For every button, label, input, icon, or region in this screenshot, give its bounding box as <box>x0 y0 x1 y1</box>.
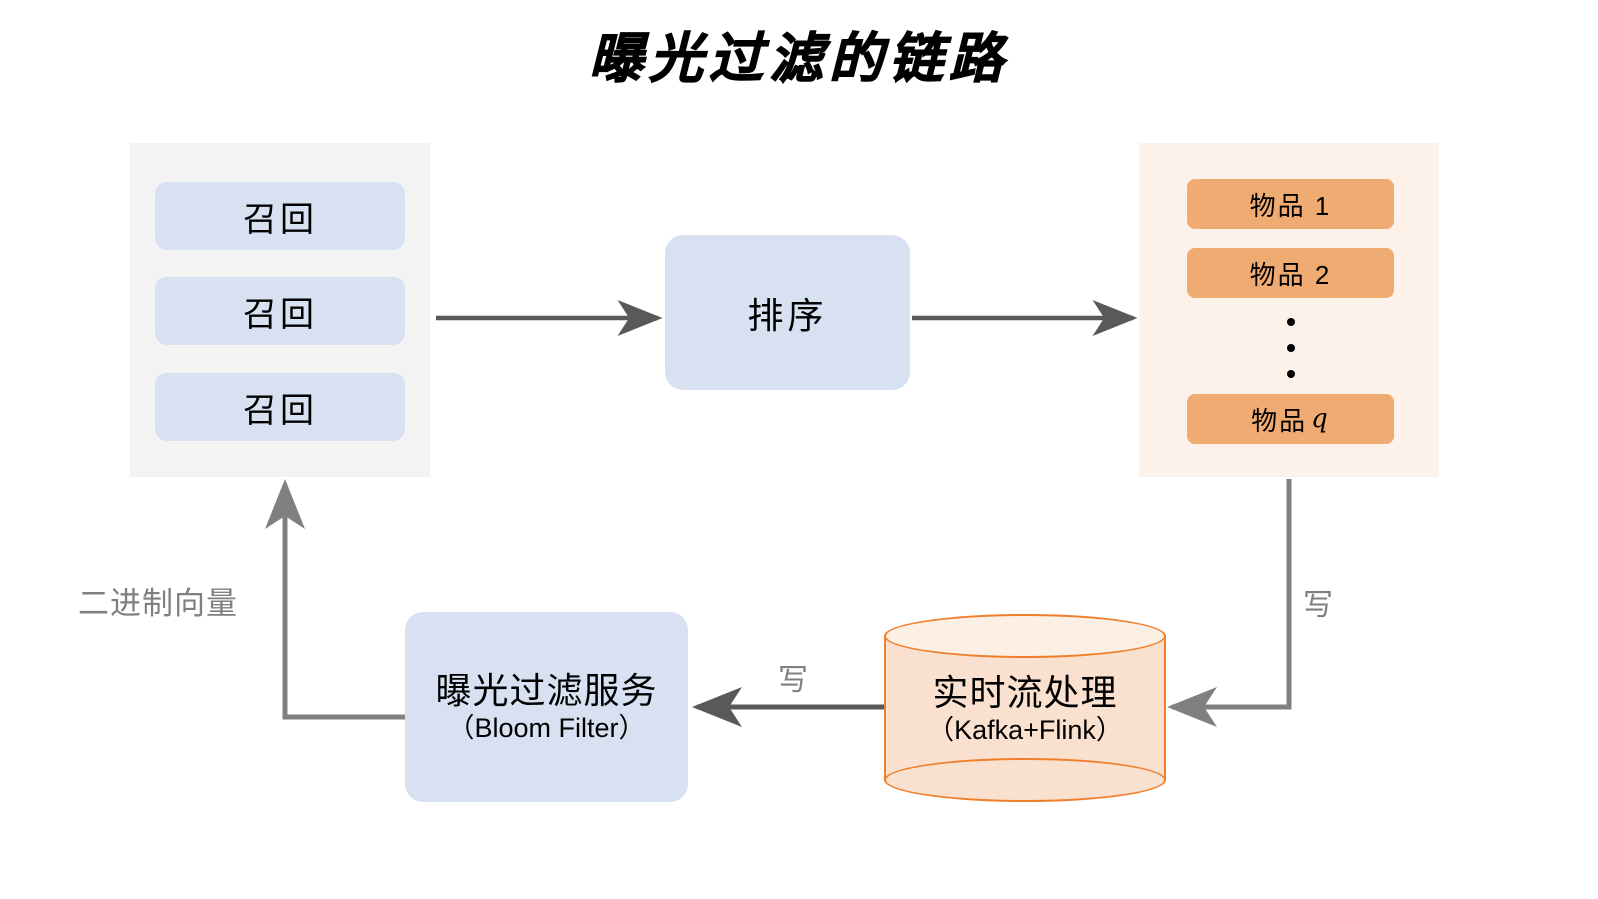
item-box-1[interactable]: 物品 1 <box>1187 179 1394 229</box>
item-box-q-variable: q <box>1311 404 1330 434</box>
cylinder-label: 实时流处理 （Kafka+Flink） <box>884 672 1166 746</box>
item-box-q[interactable]: 物品 q <box>1187 394 1394 444</box>
recall-box-2[interactable]: 召回 <box>155 277 405 345</box>
arrow-items-to-stream <box>1167 479 1292 727</box>
bloom-filter-service-box[interactable]: 曝光过滤服务 （Bloom Filter） <box>405 612 688 802</box>
edge-label-write-to-bloom: 写 <box>778 664 809 697</box>
recall-box-3[interactable]: 召回 <box>155 373 405 441</box>
rank-box[interactable]: 排序 <box>665 235 910 390</box>
vertical-ellipsis-icon <box>1187 318 1394 378</box>
item-box-q-prefix: 物品 <box>1251 405 1308 436</box>
edge-label-binary-vector: 二进制向量 <box>78 586 238 621</box>
cylinder-bottom-ellipse <box>884 758 1166 802</box>
arrow-bloom-to-recall <box>265 479 405 720</box>
bloom-filter-subtitle: （Bloom Filter） <box>447 713 646 744</box>
cylinder-top-ellipse <box>884 614 1166 658</box>
items-group: 物品 1 物品 2 物品 q <box>1139 143 1439 477</box>
bloom-filter-title: 曝光过滤服务 <box>435 669 658 711</box>
stream-processing-subtitle: （Kafka+Flink） <box>927 715 1123 746</box>
recall-group: 召回 召回 召回 <box>130 143 430 477</box>
stream-processing-cylinder[interactable]: 实时流处理 （Kafka+Flink） <box>884 614 1166 802</box>
cylinder-body <box>884 636 1166 780</box>
edge-label-write-to-stream: 写 <box>1303 589 1334 622</box>
page-title: 曝光过滤的链路 <box>588 25 1009 90</box>
item-box-2[interactable]: 物品 2 <box>1187 248 1394 298</box>
recall-box-1[interactable]: 召回 <box>155 182 405 250</box>
stream-processing-title: 实时流处理 <box>932 672 1118 713</box>
